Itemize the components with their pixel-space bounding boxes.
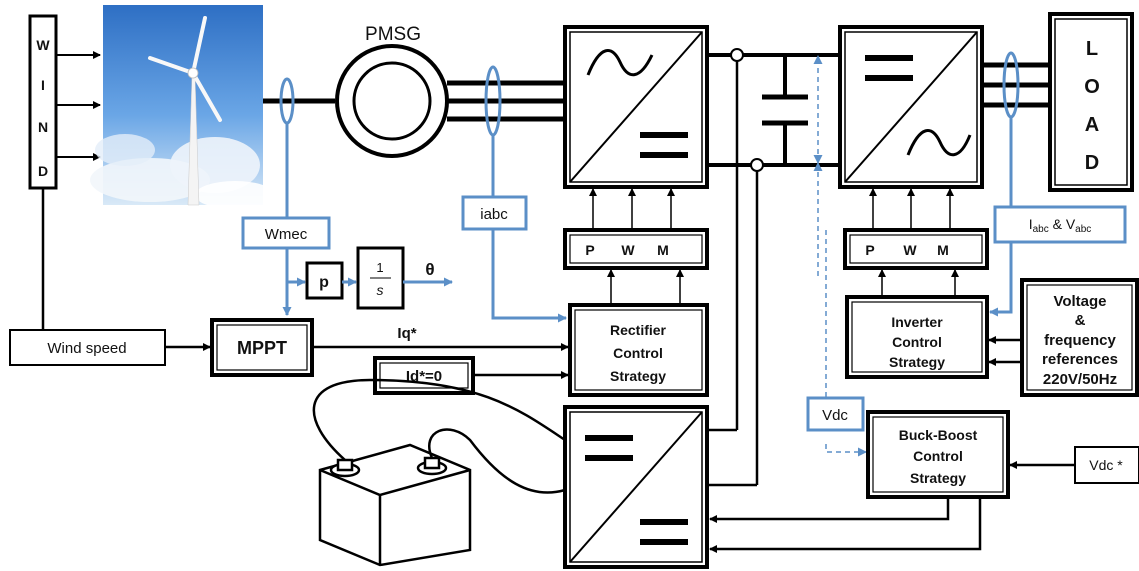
gain-label: p xyxy=(319,274,329,291)
inverter-pwm-block: P W M xyxy=(845,230,987,268)
references-line1: Voltage xyxy=(1053,293,1106,310)
integrator-denominator: s xyxy=(377,282,384,298)
vdc-ref-block: Vdc * xyxy=(1075,447,1139,483)
rectifier-pwm-p: P xyxy=(585,242,594,258)
dc-bus xyxy=(707,55,840,165)
iq-ref-label: Iq* xyxy=(397,325,416,342)
references-block: Voltage & frequency references 220V/50Hz xyxy=(1022,280,1137,395)
inverter-pwm-p: P xyxy=(865,242,874,258)
vdc-block: Vdc xyxy=(808,398,863,430)
reference-arrows xyxy=(989,340,1022,362)
rectifier-pwm-m: M xyxy=(657,242,669,258)
inverter-pwm-m: M xyxy=(937,242,949,258)
buckboost-control-block: Buck-Boost Control Strategy xyxy=(868,412,1008,497)
buckboost-control-line2: Control xyxy=(913,448,963,464)
rectifier-pwm-w: W xyxy=(621,242,635,258)
rectifier-control-line2: Control xyxy=(613,345,663,361)
pmsg-label: PMSG xyxy=(365,24,421,45)
wind-arrows xyxy=(56,55,100,157)
battery-icon xyxy=(314,380,565,565)
inverter-control-line1: Inverter xyxy=(891,314,943,330)
wmec-label: Wmec xyxy=(265,226,308,243)
rectifier-pwm-block: P W M xyxy=(565,230,707,268)
rectifier-control-line3: Strategy xyxy=(610,368,666,384)
dc-bus-junctions xyxy=(708,49,763,485)
buckboost-gate-wires xyxy=(710,497,980,549)
inverter-control-line3: Strategy xyxy=(889,354,945,370)
dc-link-capacitor xyxy=(762,97,808,123)
buckboost-control-line1: Buck-Boost xyxy=(899,427,978,443)
load-box: L O A D xyxy=(1050,14,1132,190)
mppt-block: MPPT xyxy=(212,320,312,375)
wind-speed-label: Wind speed xyxy=(47,340,126,357)
load-letter-l: L xyxy=(1086,38,1098,60)
references-line2: & xyxy=(1075,312,1086,329)
load-letter-a: A xyxy=(1085,114,1099,136)
rectifier-control-line1: Rectifier xyxy=(610,322,667,338)
rectifier-converter xyxy=(565,27,707,187)
three-phase-lines-generator xyxy=(447,83,565,119)
vdc-ref-label: Vdc * xyxy=(1089,457,1123,473)
wind-turbine-image xyxy=(90,5,275,209)
integrator-block: 1 s xyxy=(358,248,403,308)
references-line4: references xyxy=(1042,351,1118,368)
load-letter-d: D xyxy=(1085,152,1099,174)
buckboost-converter xyxy=(565,407,707,567)
wind-letter-w: W xyxy=(36,37,50,53)
inverter-pwm-w: W xyxy=(903,242,917,258)
inverter-control-line2: Control xyxy=(892,334,942,350)
integrator-numerator: 1 xyxy=(376,260,383,275)
wind-letter-n: N xyxy=(38,119,48,135)
wind-box: W I N D xyxy=(30,16,56,188)
iabc-label: iabc xyxy=(480,206,508,223)
gain-block: p xyxy=(307,263,342,298)
wind-letter-d: D xyxy=(38,163,48,179)
wind-letter-i: I xyxy=(41,77,45,93)
load-letter-o: O xyxy=(1084,76,1100,98)
rectifier-control-block: Rectifier Control Strategy xyxy=(570,305,707,395)
buckboost-control-line3: Strategy xyxy=(910,470,966,486)
vdc-label: Vdc xyxy=(822,407,848,424)
pmsg-generator: PMSG xyxy=(337,24,447,156)
wind-speed-block: Wind speed xyxy=(10,330,165,365)
iabc-signal: iabc xyxy=(463,135,566,318)
inverter-control-block: Inverter Control Strategy xyxy=(847,297,987,377)
references-line5: 220V/50Hz xyxy=(1043,371,1117,388)
mppt-label: MPPT xyxy=(237,338,287,358)
references-line3: frequency xyxy=(1044,332,1116,349)
theta-label: θ xyxy=(425,260,434,279)
inverter-converter xyxy=(840,27,982,187)
